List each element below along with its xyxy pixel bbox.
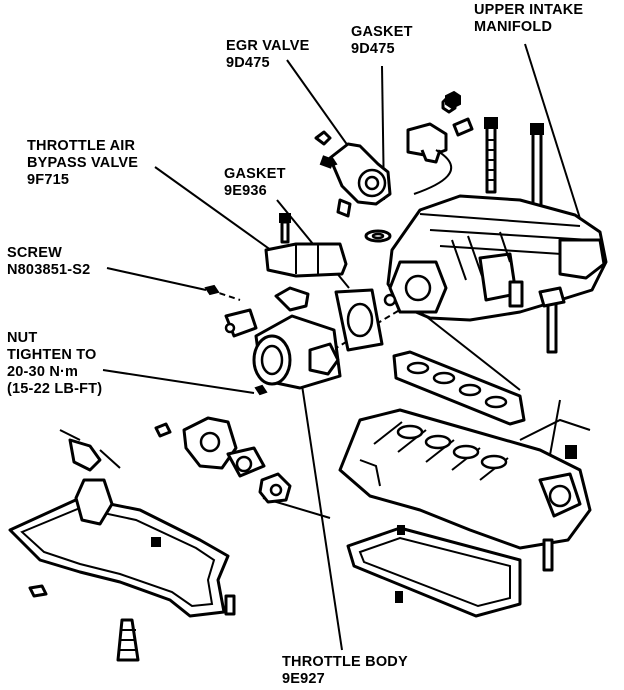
upper-intake-line2: MANIFOLD	[474, 19, 553, 35]
throttle-body-name: THROTTLE BODY	[282, 654, 408, 670]
upper-intake-manifold	[383, 194, 608, 322]
fuel-rail	[8, 429, 236, 662]
lower-intake-manifold	[338, 408, 592, 572]
gasket-top-part-number: 9D475	[351, 41, 395, 57]
nut-torque-metric: 20-30 N·m	[7, 364, 79, 380]
throttle-body	[224, 286, 342, 396]
bypass-line1: THROTTLE AIR	[27, 138, 136, 154]
leader-nut	[102, 369, 255, 394]
gasket-mid-name: GASKET	[224, 166, 286, 182]
gasket-9d475	[364, 229, 392, 243]
leader-upper-intake	[524, 43, 584, 229]
screw-name: SCREW	[7, 245, 62, 261]
gasket-mid-part-number: 9E936	[224, 183, 267, 199]
gasket-9e936	[334, 288, 384, 352]
leader-screw	[106, 267, 207, 291]
egr-valve	[314, 130, 392, 218]
bypass-line2: BYPASS VALVE	[27, 155, 139, 171]
leader-throttle-body	[299, 371, 343, 651]
screw	[204, 284, 220, 296]
upper-intake-line1: UPPER INTAKE	[474, 2, 584, 18]
long-bolts	[484, 117, 560, 354]
nut-name: NUT	[7, 330, 38, 346]
callout-nut: NUT TIGHTEN TO 20-30 N·m (15-22 LB-FT)	[7, 330, 102, 398]
egr-valve-part-number: 9D475	[226, 55, 270, 71]
throttle-body-part-number: 9E927	[282, 671, 325, 687]
callout-throttle-body: THROTTLE BODY 9E927	[282, 654, 408, 688]
leader-throttle-air-bypass	[154, 166, 283, 259]
thermostat-housing	[154, 416, 292, 504]
small-fasteners	[324, 90, 461, 168]
egr-valve-name: EGR VALVE	[226, 38, 310, 54]
intake-gasket	[392, 350, 526, 426]
sensor-top	[406, 94, 474, 195]
nut-torque-imperial: (15-22 LB-FT)	[7, 381, 103, 397]
callout-screw: SCREW N803851-S2	[7, 245, 90, 279]
bypass-part-number: 9F715	[27, 172, 70, 188]
lower-gasket	[346, 525, 522, 618]
callout-gasket-9e936: GASKET 9E936	[224, 166, 286, 200]
callout-upper-intake-manifold: UPPER INTAKE MANIFOLD	[474, 2, 583, 36]
leader-egr-valve	[286, 59, 359, 161]
nut-torque-label: TIGHTEN TO	[7, 347, 97, 363]
gasket-top-name: GASKET	[351, 24, 413, 40]
callout-throttle-air-bypass-valve: THROTTLE AIR BYPASS VALVE 9F715	[27, 138, 138, 189]
callout-gasket-9d475: GASKET 9D475	[351, 24, 413, 58]
throttle-air-bypass-valve	[264, 213, 348, 278]
screw-part-number: N803851-S2	[7, 262, 91, 278]
callout-egr-valve: EGR VALVE 9D475	[226, 38, 309, 72]
